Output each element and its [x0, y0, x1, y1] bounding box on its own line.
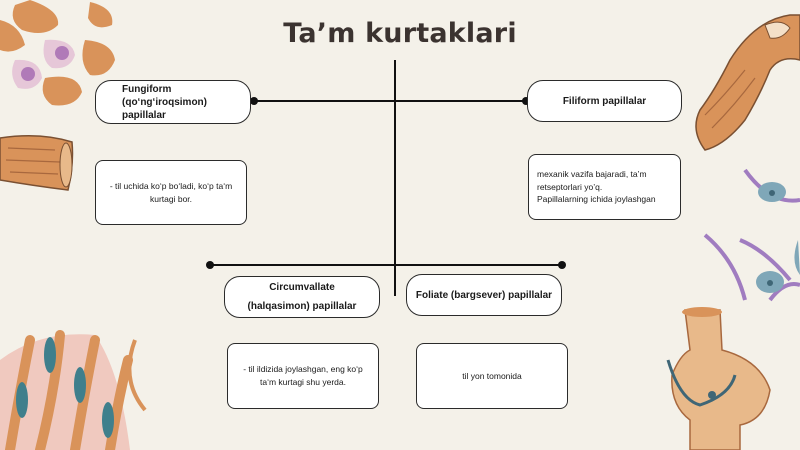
muscle-tissue-illustration — [0, 135, 74, 191]
filiform-description-line-3: Papillalarning ichida joylashgan — [537, 194, 656, 205]
circumvallate-title-box: Circumvallate (halqasimon) papillalar — [224, 276, 380, 318]
connector-dot-bottom-right — [558, 261, 566, 269]
vertical-axis-line — [394, 60, 396, 296]
top-horizontal-line — [254, 100, 526, 102]
bone-joint-illustration — [666, 307, 771, 450]
connector-dot-top-left — [250, 97, 258, 105]
filiform-title: Filiform papillalar — [562, 95, 647, 107]
blood-cells-illustration — [0, 0, 115, 106]
connector-dot-top-right — [522, 97, 530, 105]
foliate-title-box: Foliate (bargsever) papillalar — [406, 274, 562, 316]
fungiform-title-line-1: Fungiform — [122, 83, 172, 95]
slide-title: Ta’m kurtaklari — [283, 18, 517, 49]
fungiform-description: - til uchida ko‘p bo‘ladi, ko‘p ta‘m kur… — [109, 180, 233, 204]
foliate-title: Foliate (bargsever) papillalar — [415, 289, 553, 301]
circumvallate-title-line-2: (halqasimon) papillalar — [247, 301, 357, 312]
filiform-description-line-2: retseptorlari yo’q. — [537, 181, 603, 192]
bottom-horizontal-line — [210, 264, 562, 266]
circumvallate-description-box: - til ildizida joylashgan, eng ko‘p ta‘m… — [227, 343, 379, 409]
arm-muscle-illustration — [695, 14, 800, 151]
circumvallate-description: - til ildizida joylashgan, eng ko‘p ta‘m… — [243, 364, 363, 387]
filiform-description-line-1: mexanik vazifa bajaradi, ta’m — [537, 168, 647, 179]
fungiform-title-line-3: papillalar — [122, 109, 166, 121]
foliate-description: til yon tomonida — [462, 370, 522, 381]
fungiform-title-line-2: (qo‘ng‘iroqsimon) — [122, 96, 207, 108]
filiform-description-box: mexanik vazifa bajaradi, ta’m retseptorl… — [528, 154, 681, 220]
foliate-description-box: til yon tomonida — [416, 343, 568, 409]
filiform-title-box: Filiform papillalar — [527, 80, 682, 122]
circumvallate-title-line-1: Circumvallate — [269, 282, 335, 293]
fungiform-description-box: - til uchida ko‘p bo‘ladi, ko‘p ta‘m kur… — [95, 160, 247, 225]
neuron-cells-illustration — [703, 168, 800, 302]
fungiform-title-box: Fungiform (qo‘ng‘iroqsimon) papillalar — [95, 80, 251, 124]
cardiac-tissue-illustration — [0, 330, 147, 450]
connector-dot-bottom-left — [206, 261, 214, 269]
